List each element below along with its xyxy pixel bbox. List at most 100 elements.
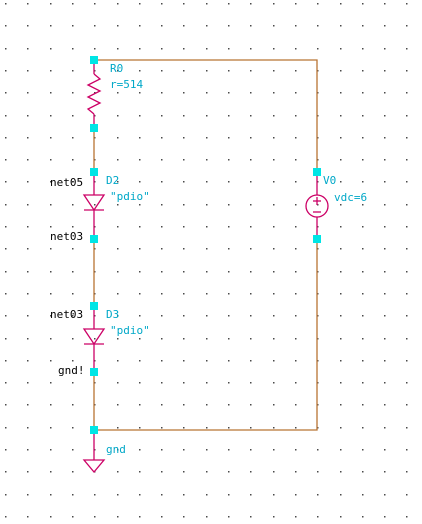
- grid-dot: [117, 248, 119, 250]
- grid-dot: [317, 360, 319, 362]
- grid-dot: [206, 70, 208, 72]
- grid-dot: [161, 382, 163, 384]
- grid-dot: [72, 115, 74, 117]
- grid-dot: [5, 115, 7, 117]
- grid-dot: [117, 449, 119, 451]
- grid-dot: [384, 3, 386, 5]
- grid-dot: [117, 494, 119, 496]
- grid-dot: [250, 293, 252, 295]
- grid-dot: [117, 48, 119, 50]
- pin-d3-bottom[interactable]: [90, 368, 98, 376]
- grid-dot: [183, 449, 185, 451]
- grid-dot: [340, 159, 342, 161]
- pin-d2-bottom[interactable]: [90, 235, 98, 243]
- wire-top[interactable]: [94, 59, 318, 172]
- grid-dot: [94, 25, 96, 27]
- grid-dot: [228, 137, 230, 139]
- d2-name-label: D2: [106, 174, 119, 187]
- grid-dot: [250, 3, 252, 5]
- grid-dot: [406, 360, 408, 362]
- pin-v0-bottom[interactable]: [313, 235, 321, 243]
- grid-dot: [273, 404, 275, 406]
- grid-dot: [340, 48, 342, 50]
- grid-dot: [340, 382, 342, 384]
- grid-dot: [161, 92, 163, 94]
- pin-r0-top[interactable]: [90, 56, 98, 64]
- grid-dot: [362, 48, 364, 50]
- grid-dot: [228, 70, 230, 72]
- grid-dot: [384, 248, 386, 250]
- grid-dot: [317, 315, 319, 317]
- grid-dot: [406, 204, 408, 206]
- grid-dot: [228, 516, 230, 518]
- grid-dot: [384, 115, 386, 117]
- grid-dot: [94, 271, 96, 273]
- grid-dot: [317, 338, 319, 340]
- grid-dot: [161, 115, 163, 117]
- grid-dot: [161, 181, 163, 183]
- diode-icon: [82, 194, 106, 212]
- grid-dot: [250, 360, 252, 362]
- grid-dot: [406, 315, 408, 317]
- grid-dot: [161, 159, 163, 161]
- pin-d2-top[interactable]: [90, 168, 98, 176]
- grid-dot: [384, 92, 386, 94]
- net03-label-low: net03: [50, 308, 83, 321]
- grid-dot: [406, 382, 408, 384]
- grid-dot: [273, 315, 275, 317]
- r0-param-label: r=514: [110, 78, 143, 91]
- grid-dot: [317, 516, 319, 518]
- grid-dot: [273, 427, 275, 429]
- grid-dot: [5, 92, 7, 94]
- pin-gnd[interactable]: [90, 426, 98, 434]
- grid-dot: [139, 25, 141, 27]
- grid-dot: [273, 271, 275, 273]
- d2-param-label: "pdio": [110, 190, 150, 203]
- grid-dot: [50, 404, 52, 406]
- resistor-r0[interactable]: [86, 60, 102, 128]
- grid-dot: [94, 92, 96, 94]
- grid-dot: [273, 159, 275, 161]
- grid-dot: [340, 427, 342, 429]
- grid-dot: [362, 382, 364, 384]
- grid-dot: [139, 494, 141, 496]
- grid-dot: [228, 360, 230, 362]
- grid-dot: [50, 159, 52, 161]
- ground-symbol[interactable]: [82, 430, 106, 474]
- grid-dot: [228, 449, 230, 451]
- grid-dot: [273, 471, 275, 473]
- pin-r0-bottom[interactable]: [90, 124, 98, 132]
- grid-dot: [183, 382, 185, 384]
- grid-dot: [50, 494, 52, 496]
- grid-dot: [117, 115, 119, 117]
- grid-dot: [228, 293, 230, 295]
- grid-dot: [94, 181, 96, 183]
- grid-dot: [317, 248, 319, 250]
- resistor-zigzag-icon: [86, 73, 102, 115]
- grid-dot: [161, 70, 163, 72]
- grid-dot: [72, 293, 74, 295]
- grid-dot: [72, 70, 74, 72]
- wire-bottom[interactable]: [94, 239, 318, 431]
- grid-dot: [362, 115, 364, 117]
- grid-dot: [362, 137, 364, 139]
- grid-dot: [228, 181, 230, 183]
- pin-v0-top[interactable]: [313, 168, 321, 176]
- grid-dot: [117, 92, 119, 94]
- grid-dot: [206, 48, 208, 50]
- grid-dot: [27, 226, 29, 228]
- grid-dot: [139, 449, 141, 451]
- grid-dot: [72, 315, 74, 317]
- pin-d3-top[interactable]: [90, 302, 98, 310]
- grid-dot: [250, 449, 252, 451]
- grid-dot: [72, 516, 74, 518]
- grid-dot: [228, 25, 230, 27]
- grid-dot: [5, 404, 7, 406]
- grid-dot: [139, 404, 141, 406]
- grid-dot: [94, 382, 96, 384]
- grid-dot: [50, 271, 52, 273]
- grid-dot: [250, 471, 252, 473]
- grid-dot: [139, 271, 141, 273]
- grid-dot: [94, 404, 96, 406]
